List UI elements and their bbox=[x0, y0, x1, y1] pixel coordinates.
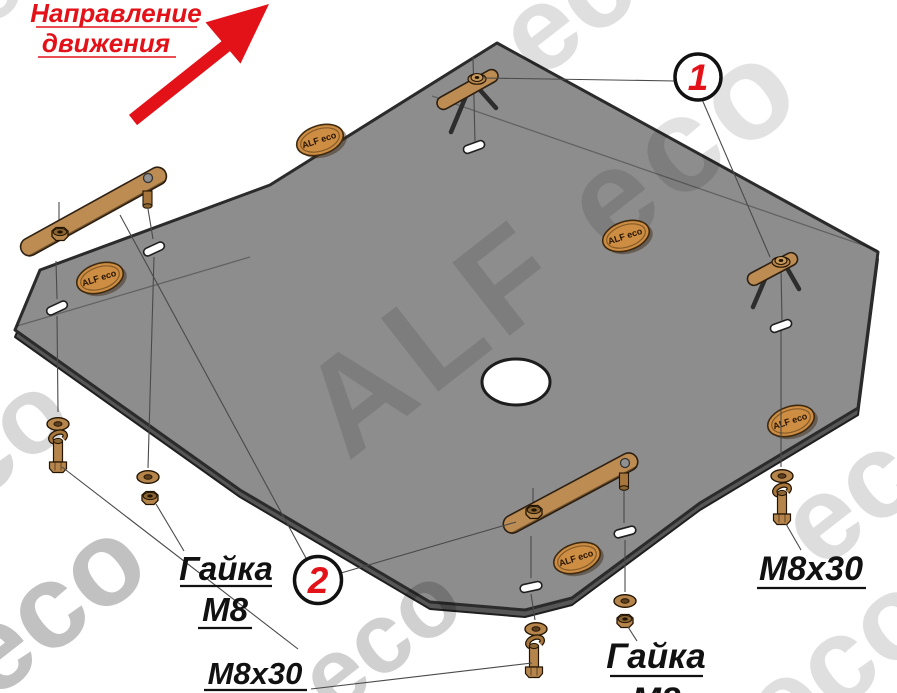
bolt-axis-lines bbox=[55, 56, 783, 621]
stud bbox=[618, 472, 630, 491]
stud bbox=[142, 190, 153, 209]
callout-1-number: 1 bbox=[688, 57, 709, 98]
direction-text-line1: Направление bbox=[30, 0, 202, 28]
nut-m8 bbox=[141, 490, 159, 506]
support-strip-left bbox=[19, 166, 168, 258]
brand-badges: ALF eco ALF eco ALF eco ALF eco ALF eco bbox=[71, 117, 823, 584]
washer bbox=[136, 470, 160, 484]
washer bbox=[770, 469, 794, 483]
support-strip-bottom bbox=[502, 452, 639, 535]
direction-arrow bbox=[128, 4, 269, 126]
leader-lines bbox=[61, 77, 802, 690]
strip-hole bbox=[619, 457, 631, 469]
callout-1: 1 bbox=[673, 52, 723, 102]
plate-fold-left bbox=[16, 256, 251, 327]
nut-m8 bbox=[51, 226, 69, 242]
strip-hole bbox=[142, 172, 154, 184]
center-hole bbox=[480, 357, 552, 407]
bracket-top bbox=[436, 68, 499, 135]
nut-m8 bbox=[616, 613, 634, 629]
fastener-bottom-bolt-group bbox=[524, 622, 548, 679]
fastener-bottom-nut-group bbox=[613, 594, 637, 629]
label-bolt-left: M8x30 bbox=[208, 656, 303, 691]
nut-m8 bbox=[525, 504, 543, 520]
label-bolt-right: M8x30 bbox=[759, 550, 863, 588]
callout-2-number: 2 bbox=[307, 560, 329, 601]
label-nut-bottom-title: Гайка bbox=[606, 637, 706, 676]
callout-2: 2 bbox=[292, 554, 344, 606]
bracket-right bbox=[746, 251, 802, 310]
part-labels: Гайка М8 M8x30 M8x30 Гайка М8 bbox=[179, 550, 866, 693]
protection-plate bbox=[13, 41, 880, 612]
label-nut-left-size: М8 bbox=[202, 591, 248, 628]
watermark-eco: eco bbox=[0, 490, 171, 693]
washer bbox=[613, 594, 637, 608]
washer bbox=[524, 622, 548, 636]
direction-header: Направление движения bbox=[30, 0, 202, 58]
bracket-bolt-head bbox=[467, 72, 487, 85]
bracket-bolt-head bbox=[771, 255, 791, 268]
plate-fold-front bbox=[431, 95, 878, 251]
label-nut-bottom-size: М8 bbox=[632, 681, 681, 693]
washer bbox=[46, 417, 70, 431]
label-nut-left-title: Гайка bbox=[179, 550, 273, 587]
direction-text-line2: движения bbox=[42, 28, 170, 58]
fastener-left-nut-group bbox=[136, 470, 160, 506]
